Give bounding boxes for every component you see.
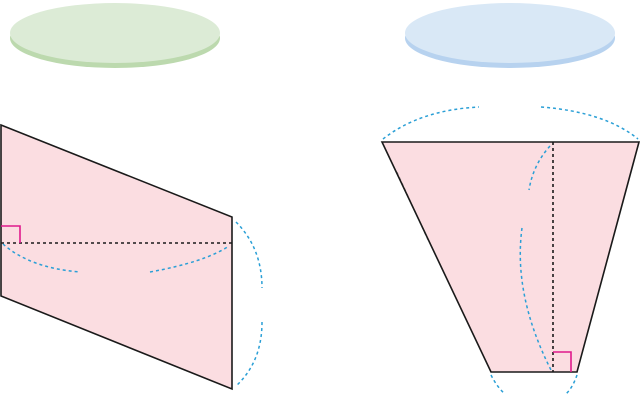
parallelogram-shape: [0, 123, 233, 391]
trapezoid-guide-arc-top-left: [382, 106, 480, 140]
parallelogram-guide-arc-left: [2, 243, 81, 273]
right-label-pill: [405, 3, 615, 68]
trapezoid-guide-arc-bottom-left: [490, 374, 506, 395]
parallelogram-guide-arc-right: [149, 245, 230, 273]
trapezoid-guide-arc-left-side: [396, 171, 429, 241]
left-label-pill: [10, 3, 220, 68]
trapezoid-guide-arc-top-right: [540, 106, 639, 140]
trapezoid-guide-arc-height-top: [528, 145, 551, 191]
trapezoid-guide-arc-height-bottom: [519, 227, 552, 371]
trapezoid-figure: [380, 106, 641, 395]
parallelogram-guide-arc-side-top: [235, 221, 263, 289]
parallelogram-figure: [0, 123, 263, 391]
trapezoid-guide-arc-bottom-right: [565, 374, 578, 395]
trapezoid-shape: [380, 141, 641, 373]
left-label-pill-body: [10, 3, 220, 63]
parallelogram-right-angle-mark: [1, 225, 21, 243]
trapezoid-right-angle-mark: [553, 351, 572, 372]
parallelogram-guide-arc-side-bottom: [235, 321, 263, 387]
right-label-pill-body: [405, 3, 615, 63]
